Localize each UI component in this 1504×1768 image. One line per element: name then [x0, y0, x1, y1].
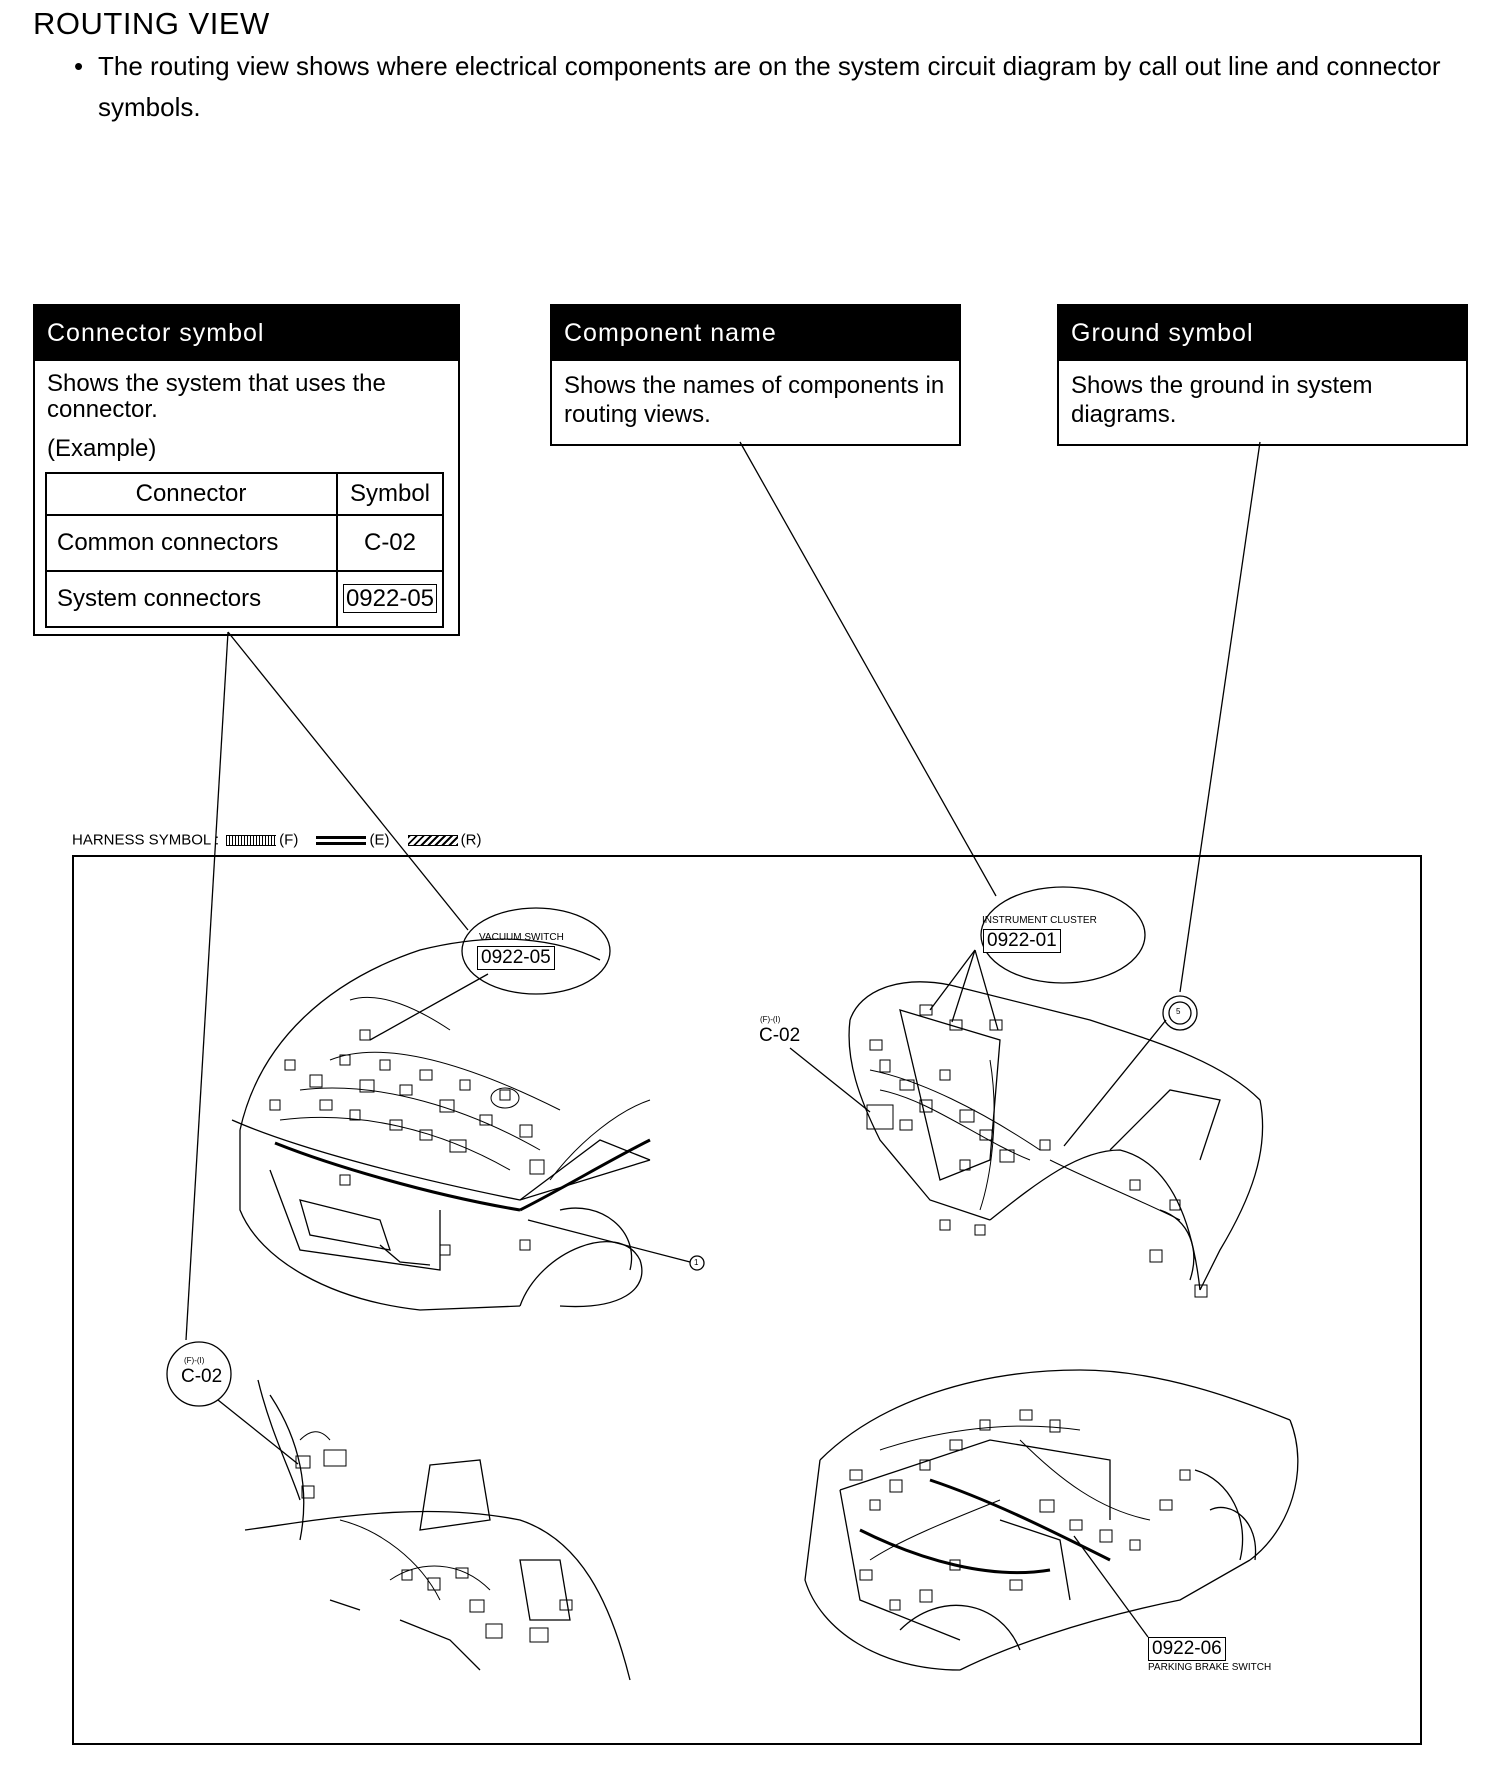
c02-circle — [166, 1341, 232, 1407]
engine-ground-circle — [689, 1255, 705, 1271]
component-name-description: Shows the names of components in routing… — [564, 372, 945, 428]
harness-rear-pattern-icon — [407, 834, 458, 846]
harness-rear-label: (R) — [460, 831, 482, 849]
component-name-header: Component name — [552, 306, 959, 361]
table-header-row: Connector Symbol — [45, 472, 444, 516]
engine-ground-number: 1 — [694, 1258, 699, 1267]
instrument-cluster-label: INSTRUMENT CLUSTER — [982, 915, 1097, 926]
table-cell: System connectors — [45, 570, 338, 628]
parking-brake-label: PARKING BRAKE SWITCH — [1148, 1662, 1272, 1673]
intro-text: The routing view shows where electrical … — [98, 51, 1441, 122]
harness-engine-pattern-icon — [316, 835, 367, 845]
harness-front-label: (F) — [279, 831, 299, 849]
table-header-symbol: Symbol — [336, 472, 444, 516]
harness-symbol-legend: HARNESS SYMBOL : (F) (E) (R) — [72, 831, 481, 849]
leader-component-to-cluster — [739, 441, 997, 897]
page-title: ROUTING VIEW — [33, 6, 270, 41]
instrument-cluster-ellipse — [980, 886, 1146, 984]
intro-paragraph: • The routing view shows where electrica… — [74, 46, 1474, 128]
harness-front-pattern-icon — [226, 834, 277, 846]
ground-circle — [1162, 995, 1198, 1031]
table-cell: Common connectors — [45, 514, 338, 572]
ground-symbol-description: Shows the ground in system diagrams. — [1071, 372, 1373, 428]
component-name-box: Component name Shows the names of compon… — [550, 304, 961, 446]
harness-symbol-label: HARNESS SYMBOL : — [72, 831, 219, 849]
vacuum-switch-code: 0922-05 — [477, 946, 555, 970]
dash-connector-tag: (F)-(I) — [760, 1015, 781, 1024]
harness-engine-label: (E) — [369, 831, 390, 849]
table-row: Common connectors C-02 — [45, 514, 444, 572]
vacuum-switch-ellipse — [461, 907, 611, 995]
ground-symbol-header: Ground symbol — [1059, 306, 1466, 361]
connector-symbol-description: Shows the system that uses the connector… — [47, 370, 386, 423]
parking-brake-code: 0922-06 — [1148, 1637, 1226, 1661]
table-cell: C-02 — [336, 514, 444, 572]
leader-connector-to-vacuum — [227, 631, 469, 931]
dash-connector-code: C-02 — [759, 1025, 801, 1046]
vacuum-switch-label: VACUUM SWITCH — [479, 932, 564, 943]
table-cell: 0922-05 — [336, 570, 444, 628]
system-connector-symbol: 0922-05 — [342, 584, 438, 613]
routing-diagram-frame — [72, 855, 1422, 1745]
bullet-icon: • — [74, 51, 84, 81]
connector-symbol-box: Connector symbol Shows the system that u… — [33, 304, 460, 636]
ground-symbol-box: Ground symbol Shows the ground in system… — [1057, 304, 1468, 446]
c02-circle-tag: (F)-(I) — [184, 1356, 205, 1365]
leader-ground-to-symbol — [1179, 441, 1261, 993]
instrument-cluster-code: 0922-01 — [983, 929, 1061, 953]
example-label: (Example) — [47, 435, 157, 462]
connector-example-table: Connector Symbol Common connectors C-02 … — [45, 472, 444, 628]
ground-symbol-number: 5 — [1176, 1007, 1181, 1016]
c02-circle-code: C-02 — [181, 1366, 223, 1387]
leader-connector-to-c02 — [185, 631, 229, 1341]
table-row: System connectors 0922-05 — [45, 570, 444, 628]
connector-symbol-header: Connector symbol — [35, 306, 458, 361]
table-header-connector: Connector — [45, 472, 338, 516]
